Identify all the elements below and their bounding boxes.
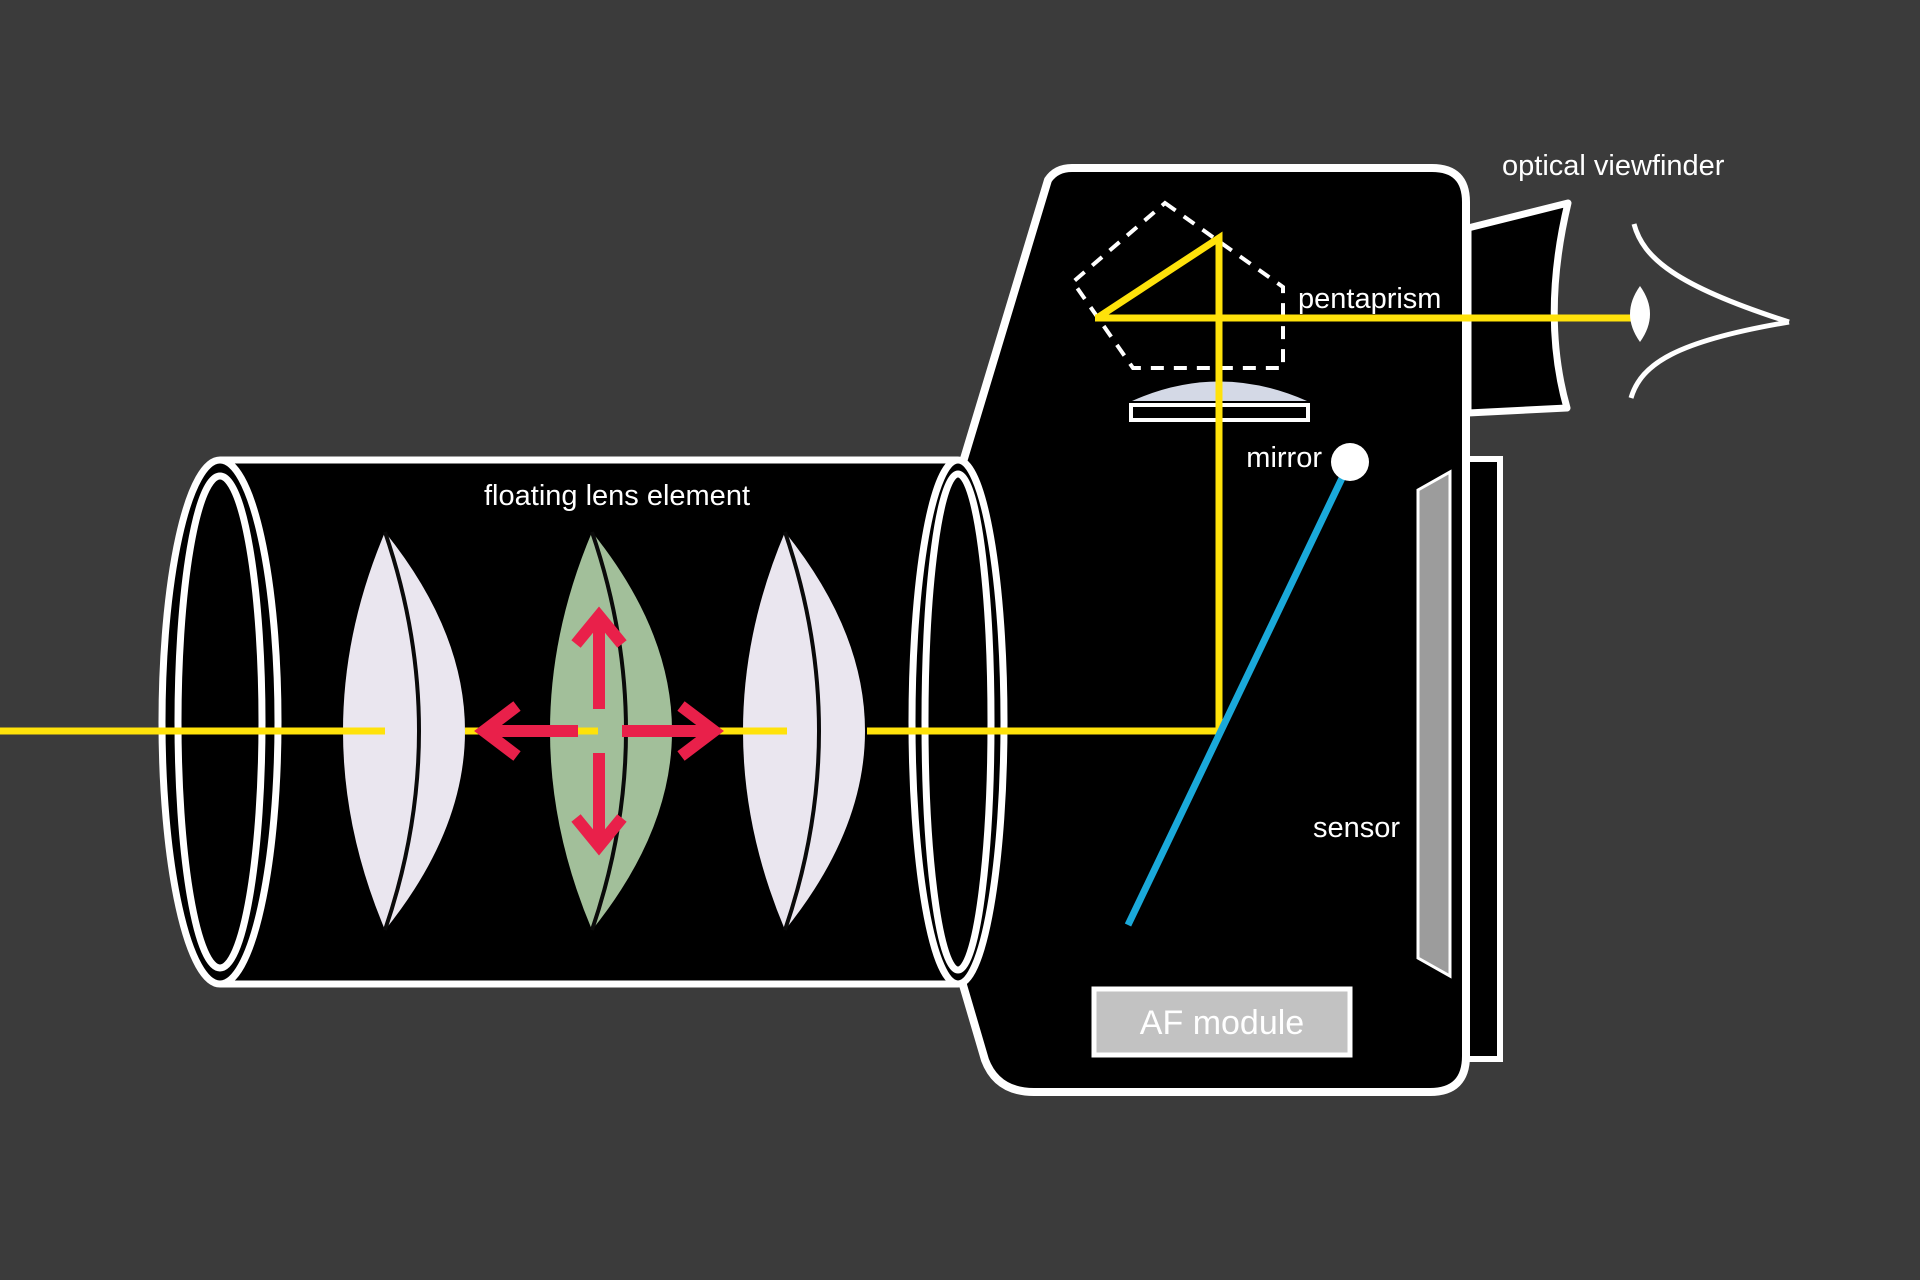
- eye-icon: [1628, 223, 1790, 399]
- mirror-label: mirror: [1246, 442, 1322, 474]
- optical-viewfinder-label: optical viewfinder: [1502, 150, 1725, 182]
- front-lens-element: [343, 531, 465, 931]
- viewfinder-eyecup: [1464, 199, 1572, 417]
- up-arrow-icon: [571, 606, 627, 709]
- front-lens-edge-line: [383, 531, 421, 931]
- front-ring-inner: [174, 472, 266, 972]
- af-module-box: [1091, 986, 1353, 1058]
- eye-upper-lid: [1631, 223, 1790, 325]
- rear-ring-inner: [921, 470, 995, 974]
- rear-lens-body: [743, 532, 865, 930]
- eye-lens: [1630, 286, 1650, 342]
- right-arrow-icon: [622, 701, 724, 761]
- pentaprism-label: pentaprism: [1298, 283, 1441, 315]
- front-ring-outer: [158, 456, 282, 988]
- eye-lower-lid: [1628, 319, 1790, 399]
- pentaprism-outline: [1070, 200, 1285, 370]
- barrel-front-cap: [160, 457, 280, 987]
- light-path: [0, 231, 1638, 735]
- barrel-rear-cap: [912, 457, 1004, 987]
- camera-body: [959, 164, 1470, 1096]
- sensor-bar: [1416, 469, 1452, 979]
- sensor-label: sensor: [1313, 812, 1400, 844]
- front-lens-body: [343, 532, 465, 930]
- mirror-line: [1124, 472, 1348, 927]
- down-arrow-icon: [571, 753, 627, 856]
- floating-lens-element-label: floating lens element: [484, 480, 750, 512]
- af-module-label: AF module: [1140, 1004, 1304, 1042]
- rear-lens-edge-line: [783, 531, 821, 931]
- mirror-pivot: [1331, 443, 1369, 481]
- movement-arrows: [474, 606, 724, 856]
- left-arrow-icon: [474, 701, 578, 761]
- rear-ring-outer: [908, 456, 1008, 988]
- rear-lens-element: [743, 531, 865, 931]
- light-ray-pentaprism: [1095, 231, 1223, 731]
